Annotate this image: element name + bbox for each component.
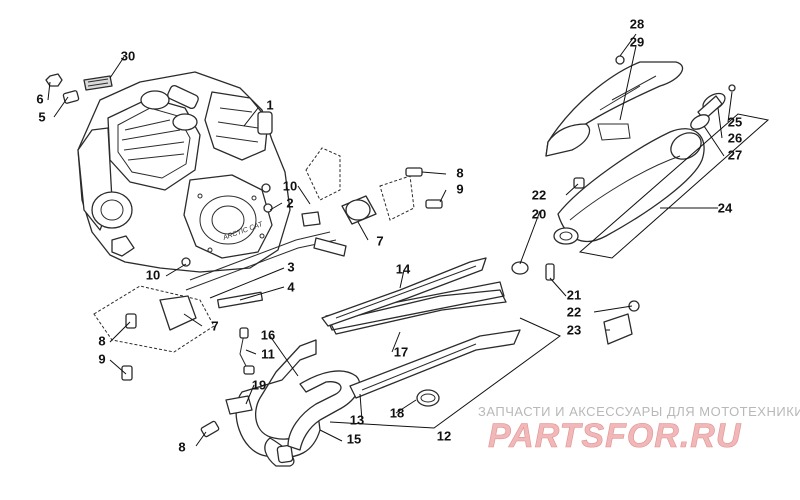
callout-30: 30 <box>121 48 135 63</box>
callout-10-lower: 10 <box>146 267 160 282</box>
bolt <box>62 90 80 104</box>
callout-3: 3 <box>287 259 294 274</box>
callout-20: 20 <box>532 206 546 221</box>
callout-16: 16 <box>261 327 275 342</box>
shield-hardware <box>615 55 625 65</box>
skid-plate-left <box>93 285 215 353</box>
callout-21: 21 <box>567 287 581 302</box>
decal-label <box>83 75 113 91</box>
callout-19: 19 <box>252 377 266 392</box>
nut <box>45 73 63 87</box>
bolts-left <box>121 313 137 381</box>
callout-9-right: 9 <box>456 181 463 196</box>
front-head-pipe <box>235 339 321 467</box>
rear-head-pipe <box>287 370 361 451</box>
callout-2: 2 <box>286 195 293 210</box>
callout-18: 18 <box>390 405 404 420</box>
engine-assembly: ARCTIC CAT <box>77 71 291 273</box>
callout-29: 29 <box>630 34 644 49</box>
group-line-24 <box>578 113 770 259</box>
callout-12: 12 <box>437 428 451 443</box>
leaders <box>47 33 733 447</box>
callout-15: 15 <box>347 431 361 446</box>
callout-6: 6 <box>36 91 43 106</box>
callout-4: 4 <box>287 279 295 294</box>
callout-22-lower: 22 <box>567 304 581 319</box>
callout-8-right: 8 <box>456 165 463 180</box>
exhaust-clamp <box>416 389 440 407</box>
callout-7-left: 7 <box>211 318 218 333</box>
watermark: ЗАПЧАСТИ И АКСЕССУАРЫ ДЛЯ МОТОТЕХНИКИ PA… <box>478 404 800 455</box>
callout-13: 13 <box>350 412 364 427</box>
callout-22-upper: 22 <box>532 187 546 202</box>
callout-14: 14 <box>396 261 411 276</box>
callout-24: 24 <box>718 200 733 215</box>
gasket <box>225 395 253 415</box>
callout-labels: 30 6 5 1 2 3 4 10 10 8 9 7 7 8 9 8 16 11… <box>36 16 742 454</box>
callout-8-lower: 8 <box>178 439 185 454</box>
callout-17: 17 <box>394 344 408 359</box>
callout-28: 28 <box>630 16 644 31</box>
muffler-inlet <box>553 227 579 245</box>
callout-8-left: 8 <box>98 333 105 348</box>
callout-1: 1 <box>266 97 273 112</box>
callout-26: 26 <box>728 130 742 145</box>
callout-7-right: 7 <box>376 233 383 248</box>
watermark-subtitle: ЗАПЧАСТИ И АКСЕССУАРЫ ДЛЯ МОТОТЕХНИКИ <box>478 404 800 419</box>
heat-shield-upper <box>321 257 487 327</box>
callout-5: 5 <box>38 109 45 124</box>
callout-23: 23 <box>567 322 581 337</box>
callout-27: 27 <box>728 147 742 162</box>
bolts-right <box>405 167 443 209</box>
callout-25: 25 <box>728 114 742 129</box>
muffler-gasket <box>511 261 555 281</box>
callout-11: 11 <box>261 346 275 361</box>
bracket-right <box>305 147 415 225</box>
muffler-mount <box>573 177 640 345</box>
watermark-brand: PARTSFOR.RU <box>488 417 742 455</box>
group-line-12 <box>329 317 561 429</box>
heat-shield-lower <box>349 329 521 399</box>
callout-9-left: 9 <box>98 351 105 366</box>
spark-arrestor <box>690 84 736 130</box>
mounting-rods <box>185 211 347 309</box>
callout-10-upper: 10 <box>283 178 297 193</box>
o2-sensor <box>239 327 255 375</box>
